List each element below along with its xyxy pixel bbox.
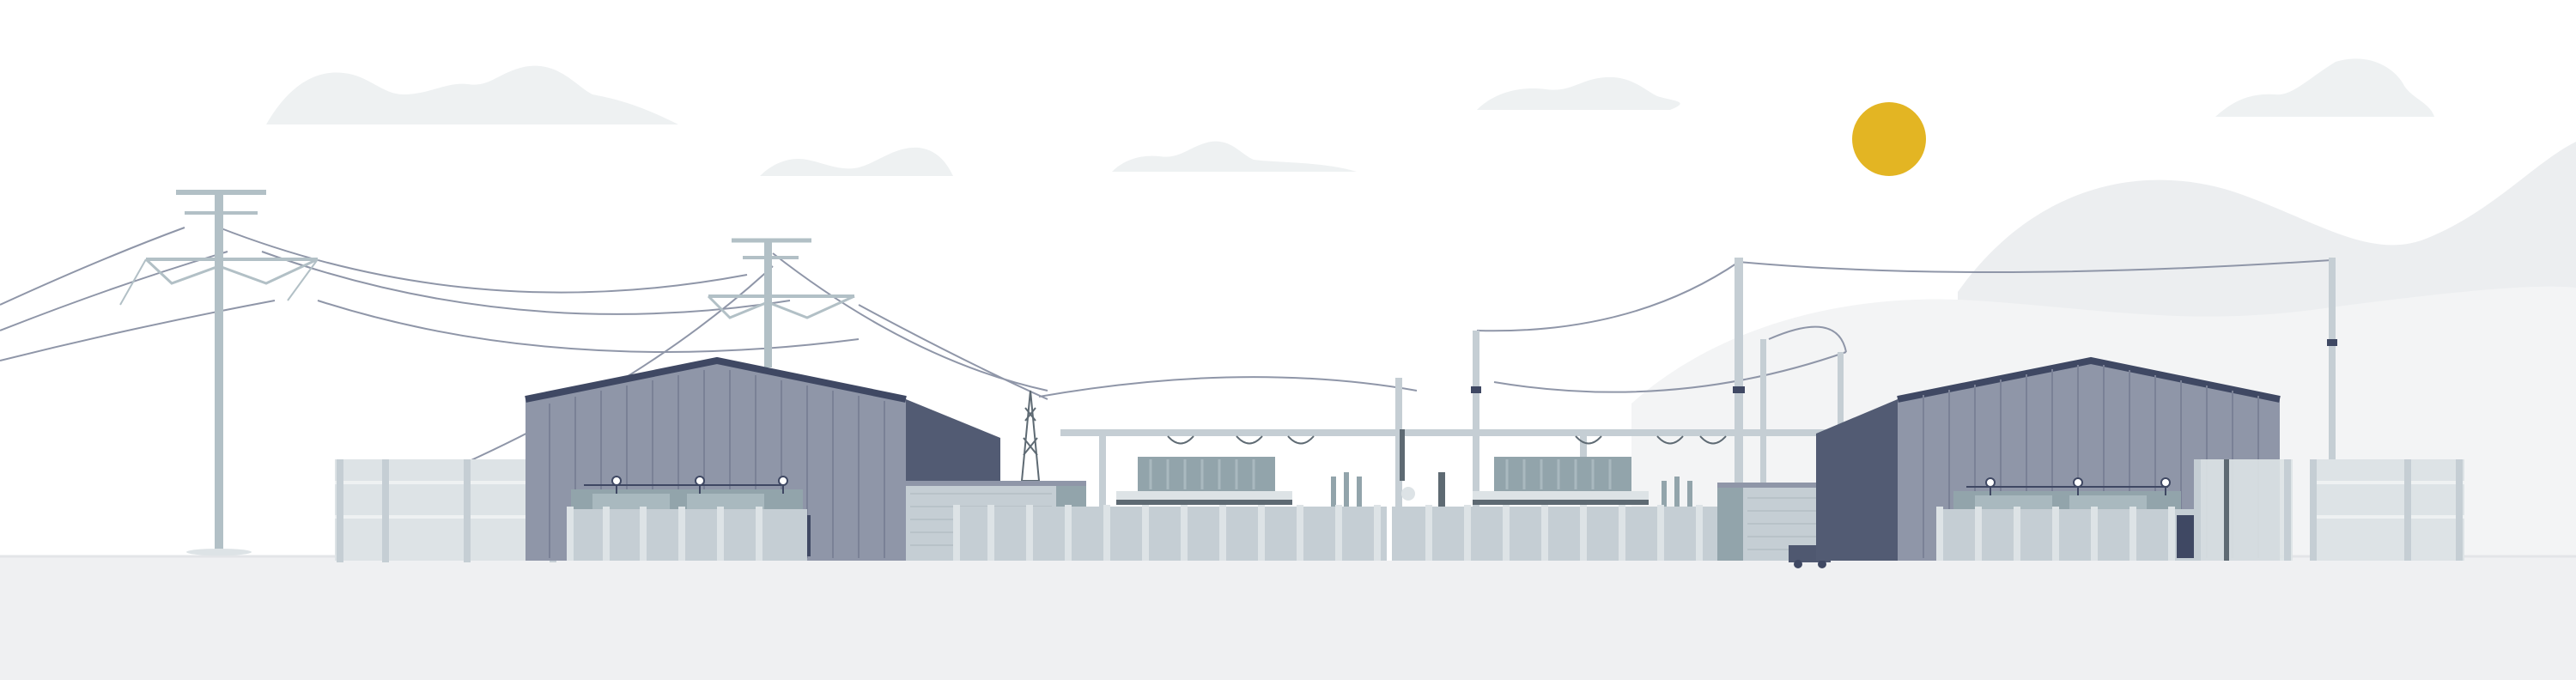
transformer-center-right [1473, 435, 1727, 505]
transmission-tower-icon [215, 191, 223, 551]
clouds [266, 58, 2434, 176]
cloud-icon [760, 147, 953, 176]
cloud-icon [1112, 141, 1357, 172]
transformer-center-left [1116, 435, 1315, 505]
sun-icon [1852, 102, 1926, 176]
fence-right [2194, 459, 2464, 561]
cloud-icon [2215, 58, 2434, 117]
power-lines [0, 227, 2332, 464]
transmission-tower-middle [707, 238, 855, 367]
cloud-icon [1477, 76, 1680, 110]
fence-front-right [1936, 507, 2196, 561]
cloud-icon [266, 65, 678, 124]
fence-left [335, 459, 558, 562]
transmission-tower-left [119, 190, 319, 556]
fence-front-left [567, 507, 807, 561]
fence-center [953, 505, 1777, 561]
ground [0, 556, 2576, 680]
